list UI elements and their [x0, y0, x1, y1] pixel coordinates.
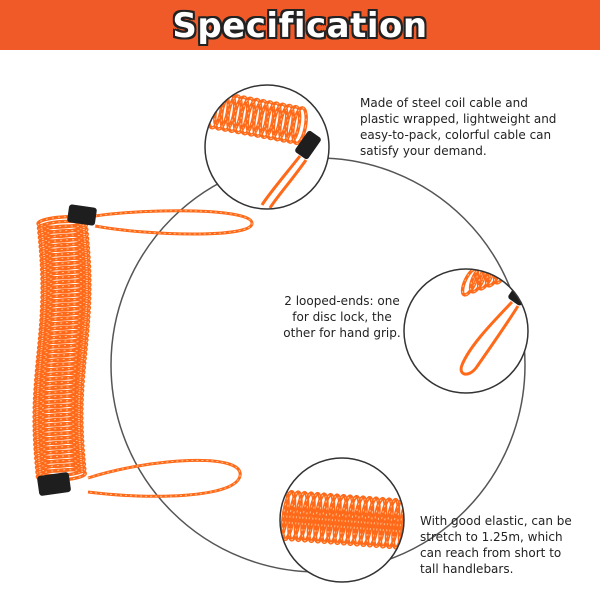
coil-ring-stripe [462, 269, 478, 296]
coil-ring-stripe [353, 496, 367, 546]
coil-ring-stripe [288, 491, 302, 541]
coil-ring-stripe [308, 493, 321, 542]
coil-ring-stripe [314, 493, 328, 543]
coil-ring-stripe [478, 269, 494, 290]
feature-material-text: Made of steel coil cable and plastic wra… [360, 96, 557, 158]
detail-circle-coil-end [204, 84, 330, 210]
coil-ring-stripe [373, 498, 386, 547]
coil-ring [500, 269, 520, 282]
coil-ring-stripe [282, 491, 295, 540]
coil-ring-stripe [360, 497, 373, 546]
feature-looped-ends-text: 2 looped-ends: one for disc lock, the ot… [283, 294, 401, 340]
page-title: Specification [172, 6, 428, 46]
coil-ring-stripe [301, 492, 315, 542]
top-loop [67, 204, 254, 236]
detail-end-cap [295, 130, 321, 160]
coil-ring-stripe [366, 497, 380, 547]
bottom-loop [37, 458, 242, 498]
coil-ring-stripe [340, 495, 354, 545]
coil-ring-stripe [379, 498, 393, 548]
header-banner [0, 0, 600, 50]
detail-circle-looped-end [403, 268, 529, 394]
coil-ring-stripe [280, 490, 289, 540]
feature-elastic-text: With good elastic, can be stretch to 1.2… [420, 514, 572, 576]
detail-circle-coil-closeup [279, 457, 405, 583]
detail-loop [260, 155, 308, 209]
coil-ring-stripe [292, 107, 307, 144]
coil-ring-stripe [334, 495, 347, 544]
coiled-cable [32, 215, 92, 482]
bottom-end-cap [37, 472, 71, 496]
coil-ring-stripe [295, 492, 308, 541]
top-end-cap [67, 204, 97, 226]
coil-ring-stripe [327, 494, 341, 544]
coil-ring-stripe [285, 106, 301, 143]
coil-ring-stripe [470, 269, 486, 293]
coil-ring-stripe [386, 499, 399, 548]
coil-ring-stripe [321, 494, 334, 543]
coil-ring-stripe [502, 269, 518, 281]
detail-loop [459, 300, 520, 376]
coil-ring-stripe [347, 496, 360, 545]
